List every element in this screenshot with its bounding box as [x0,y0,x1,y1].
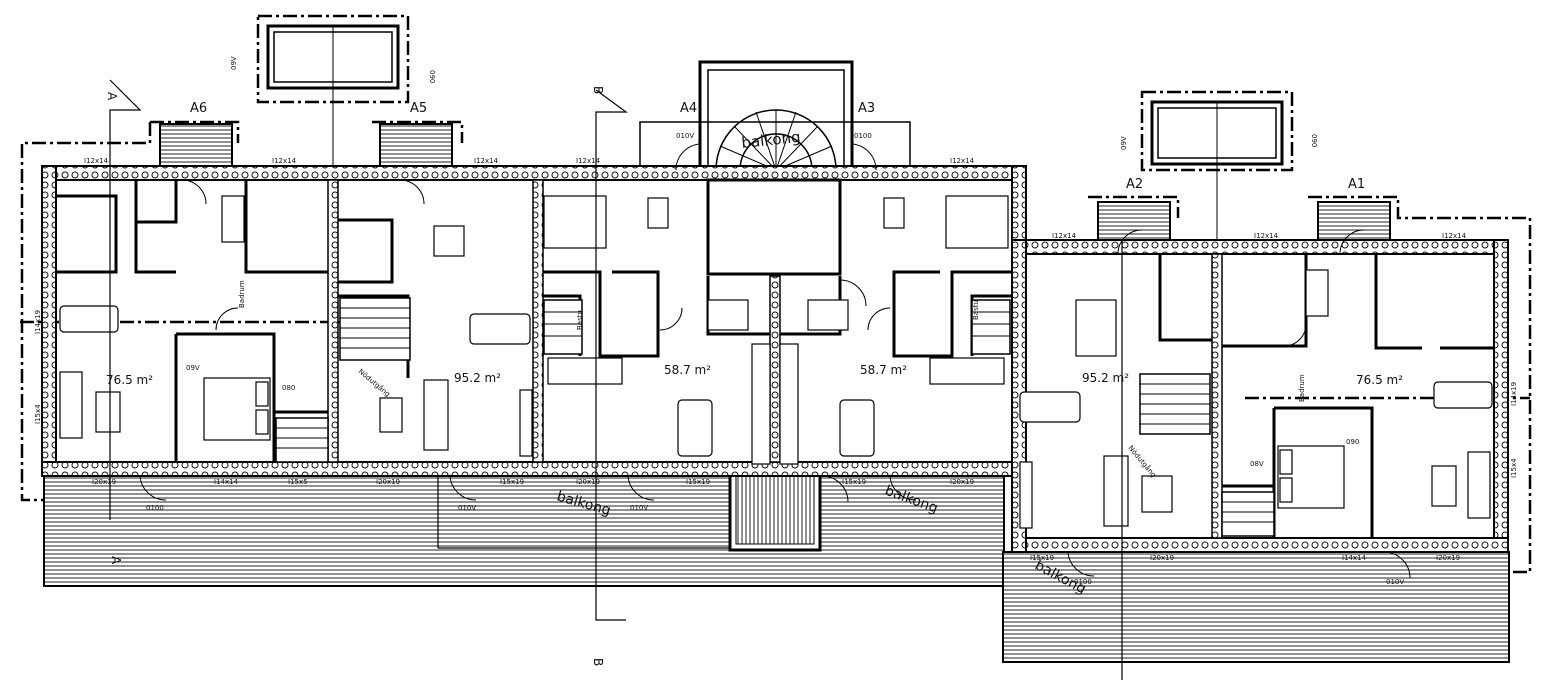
door-tag: 09V [1120,136,1128,150]
window-tag: I20x19 [1150,554,1174,562]
window-tag: I14x14 [214,478,239,486]
furniture [59,195,1493,529]
window-tag: I14x19 [34,310,42,334]
door-tag: 0100 [1074,578,1092,586]
unit-label-a4: A4 [680,101,697,116]
door-tag: 090 [1346,438,1359,446]
area-label-a6: 76.5 m² [106,373,153,387]
window-tag: I12x14 [950,157,975,165]
unit-label-a5: A5 [410,101,427,116]
area-label-a5: 95.2 m² [454,371,501,385]
section-marker-a-top: A [105,92,119,101]
window-tag: I14x19 [1510,382,1518,406]
north-balcony-a5 [379,123,453,169]
room-label-badrum: Badrum [1298,374,1306,402]
window-tag: I20x19 [1436,554,1460,562]
door-tag: 090 [1310,134,1318,147]
area-label-a2: 95.2 m² [1082,371,1129,385]
window-tag: I15x19 [1030,554,1054,562]
unit-label-a2: A2 [1126,177,1143,192]
window-tag: I12x14 [272,157,297,165]
area-label-a1: 76.5 m² [1356,373,1403,387]
door-tag: 09V [186,364,200,372]
spiral-stair [698,60,854,174]
stair-note: Nödutgång [1126,444,1158,479]
window-tag: I15x19 [842,478,866,486]
room-label-badrum: Badrum [238,280,246,308]
section-marker-a-bottom: A [109,556,123,565]
door-tag: 080 [282,384,295,392]
door-tag: 08V [1250,460,1264,468]
window-tag: I20x19 [376,478,400,486]
door-tag: 09V [230,56,238,70]
window-tag: I12x14 [1052,232,1077,240]
door-tag: 090 [428,70,436,83]
window-tag: I20x19 [576,478,600,486]
stair-note: Nödutgång [357,367,392,399]
north-balcony-a1 [1317,201,1391,245]
north-balcony-a6 [159,123,233,169]
window-tag: I15x19 [500,478,524,486]
door-tag: 0100 [854,132,872,140]
area-label-a3: 58.7 m² [860,363,907,377]
unit-label-a6: A6 [190,101,207,116]
window-tag: I12x14 [1442,232,1467,240]
balcony-deck-east [1002,551,1510,663]
room-label-bastu: Bastu [972,300,980,320]
door-tag: 010V [458,504,476,512]
window-tag: I12x14 [1254,232,1279,240]
window-tag: I12x14 [84,157,109,165]
exterior-walls [41,165,1509,553]
door-tag: 010V [676,132,694,140]
area-label-a4: 58.7 m² [664,363,711,377]
door-tag: 010V [1386,578,1404,586]
door-tag: 0100 [146,504,164,512]
window-tag: I12x14 [474,157,499,165]
unit-label-a3: A3 [858,101,875,116]
section-marker-b-bottom: B [591,658,605,666]
room-label-bastu: Bastu [576,310,584,330]
balcony-deck-west [43,473,1005,587]
window-tag: I15x5 [288,478,308,486]
window-tag: I15x4 [1510,458,1518,478]
window-tag: I20x19 [92,478,116,486]
window-tag: I15x19 [686,478,710,486]
door-swings [139,143,1411,579]
window-tag: I12x14 [576,157,601,165]
north-balcony-a2 [1097,201,1171,245]
section-lines [109,79,1123,680]
window-tag: I15x4 [34,404,42,424]
window-tag: I14x14 [1342,554,1367,562]
window-tag: I20x19 [950,478,974,486]
door-tag: 010V [630,504,648,512]
section-marker-b-top: B [591,86,605,94]
party-walls [327,179,1223,539]
unit-label-a1: A1 [1348,177,1365,192]
